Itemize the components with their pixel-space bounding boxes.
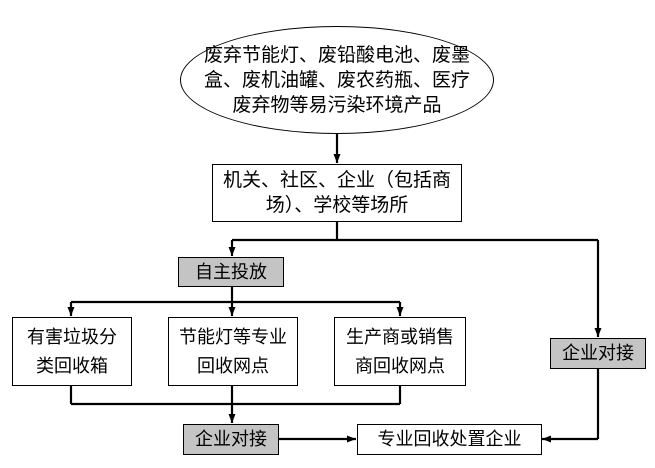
node-producer-recycling-points: 生产商或销售商回收网点	[334, 317, 466, 386]
node-enterprise-docking-right-label: 企业对接	[562, 343, 634, 364]
node-collection-sites: 机关、社区、企业（包括商场）、学校等场所	[212, 164, 462, 222]
node-lamp-recycling-points: 节能灯等专业回收网点	[168, 317, 298, 386]
node-recycling-disposal-enterprise: 专业回收处置企业	[357, 424, 542, 455]
node-self-drop: 自主投放	[178, 257, 284, 287]
node-enterprise-docking-bottom: 企业对接	[183, 424, 279, 455]
node-hazardous-waste-bins-label: 有害垃圾分类回收箱	[27, 326, 117, 377]
node-enterprise-docking-right: 企业对接	[550, 338, 646, 369]
node-hazardous-products-label: 废弃节能灯、废铅酸电池、废墨盒、废机油罐、废农药瓶、医疗废弃物等易污染环境产品	[203, 43, 470, 116]
node-recycling-disposal-enterprise-label: 专业回收处置企业	[377, 429, 522, 450]
node-collection-sites-label: 机关、社区、企业（包括商场）、学校等场所	[222, 169, 451, 216]
node-hazardous-products: 废弃节能灯、废铅酸电池、废墨盒、废机油罐、废农药瓶、医疗废弃物等易污染环境产品	[180, 26, 494, 134]
node-producer-recycling-points-label: 生产商或销售商回收网点	[346, 326, 454, 377]
node-self-drop-label: 自主投放	[195, 261, 267, 283]
node-enterprise-docking-bottom-label: 企业对接	[195, 429, 267, 450]
node-hazardous-waste-bins: 有害垃圾分类回收箱	[12, 317, 132, 386]
node-lamp-recycling-points-label: 节能灯等专业回收网点	[179, 326, 287, 377]
